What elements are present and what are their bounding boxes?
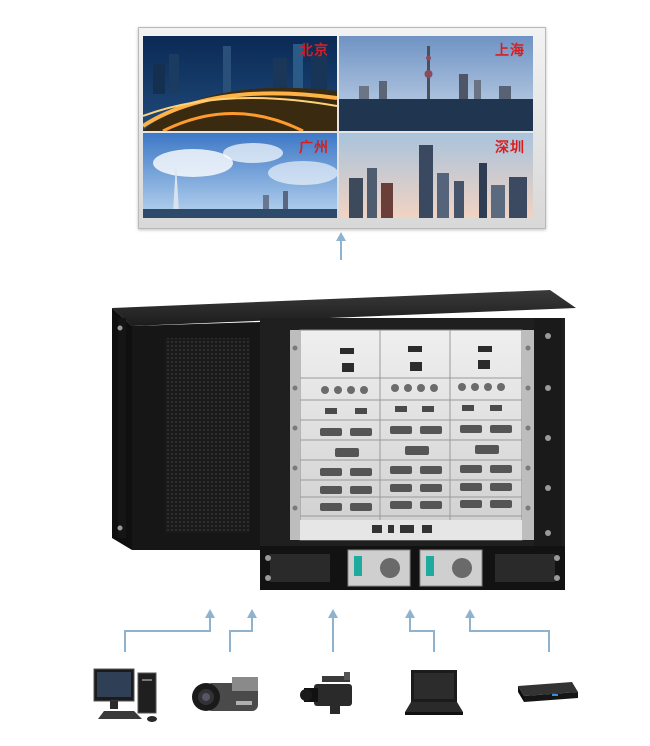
video-wall: 北京 上海 (138, 27, 546, 229)
video-wall-panel-shenzhen: 深圳 (339, 133, 533, 218)
camcorder-icon (190, 673, 266, 719)
desktop-computer-icon (90, 667, 162, 723)
output-arrow-line (340, 240, 342, 260)
beijing-night-city-image (143, 36, 337, 131)
matrix-chassis-illustration (112, 290, 576, 590)
arrow-head-pro-camera (328, 609, 338, 618)
professional-video-camera-icon (300, 670, 360, 718)
arrow-head-camcorder (247, 609, 257, 618)
city-label-shanghai: 上海 (495, 43, 525, 59)
io-card-rows (300, 330, 522, 540)
laptop-icon (403, 668, 465, 716)
shanghai-skyline-image (339, 36, 533, 131)
arrow-head-laptop (405, 609, 415, 618)
city-label-guangzhou: 广州 (299, 140, 329, 156)
arrow-head-desktop (205, 609, 215, 618)
city-label-shenzhen: 深圳 (495, 140, 525, 156)
guangzhou-skyline-image (143, 133, 337, 218)
matrix-switcher-chassis (110, 288, 578, 593)
media-player-box-icon (512, 678, 580, 706)
city-label-beijing: 北京 (299, 43, 329, 59)
video-wall-panel-guangzhou: 广州 (143, 133, 337, 218)
video-wall-panel-beijing: 北京 (143, 36, 337, 131)
arrow-head-media-box (465, 609, 475, 618)
output-arrow-head (336, 232, 346, 241)
video-wall-panel-shanghai: 上海 (339, 36, 533, 131)
shenzhen-skyline-image (339, 133, 533, 218)
